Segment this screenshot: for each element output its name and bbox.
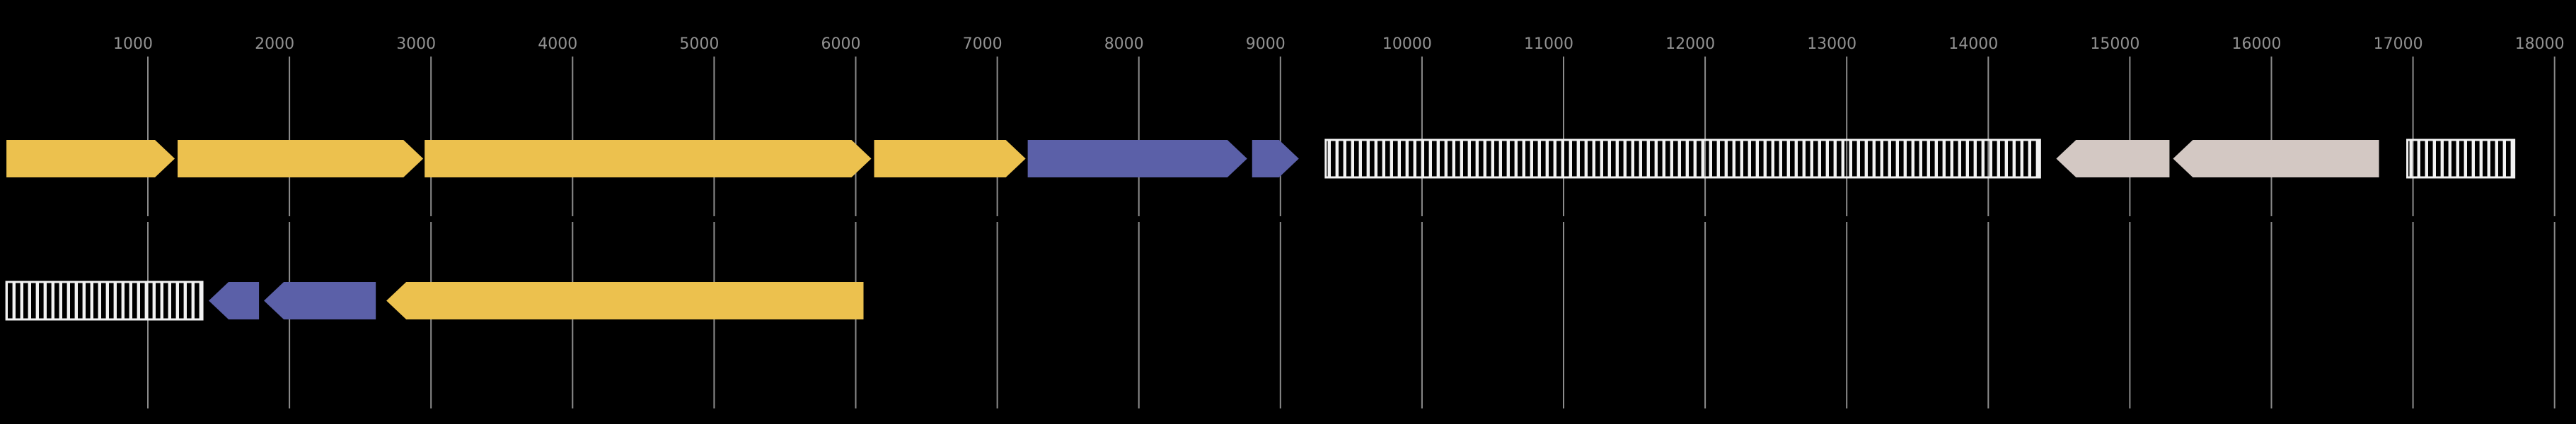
tick-label-6000: 6000 [821,35,861,53]
tick-label-15000: 15000 [2090,35,2139,53]
gene-arrow-track-2-1 [209,282,260,319]
gene-arrow-track-1-8 [2173,140,2379,177]
gene-features [5,139,2516,321]
tick-label-12000: 12000 [1665,35,1715,53]
gene-arrow-track-2-3 [386,282,864,319]
gene-arrow-track-1-2 [424,140,872,177]
tick-label-3000: 3000 [396,35,436,53]
tick-label-8000: 8000 [1104,35,1144,53]
gene-arrow-track-1-7 [2056,140,2170,177]
tick-label-10000: 10000 [1382,35,1432,53]
tick-label-18000: 18000 [2515,35,2565,53]
tick-label-13000: 13000 [1807,35,1856,53]
hatched-gene-box-track-1-6 [1324,139,2041,179]
ruler-gridlines [147,57,2555,408]
gene-arrow-track-1-3 [874,140,1026,177]
tick-label-1000: 1000 [113,35,153,53]
gene-arrow-track-2-2 [264,282,376,319]
tick-label-17000: 17000 [2374,35,2423,53]
tick-label-7000: 7000 [963,35,1003,53]
tick-label-16000: 16000 [2232,35,2282,53]
gene-arrow-track-1-5 [1252,140,1299,177]
ruler-tick-labels: 1000 2000 3000 4000 5000 6000 7000 8000 9000 1000… [113,35,2565,53]
tick-label-4000: 4000 [538,35,577,53]
tick-label-5000: 5000 [679,35,719,53]
gene-arrow-track-1-1 [178,140,424,177]
hatched-gene-box-track-2-0 [5,281,204,321]
tick-label-2000: 2000 [255,35,294,53]
gene-arrow-track-1-0 [6,140,175,177]
gene-arrow-track-1-4 [1027,140,1247,177]
tick-label-14000: 14000 [1948,35,1998,53]
tick-label-11000: 11000 [1524,35,1573,53]
hatched-gene-box-track-1-9 [2406,139,2516,179]
tick-label-9000: 9000 [1246,35,1286,53]
